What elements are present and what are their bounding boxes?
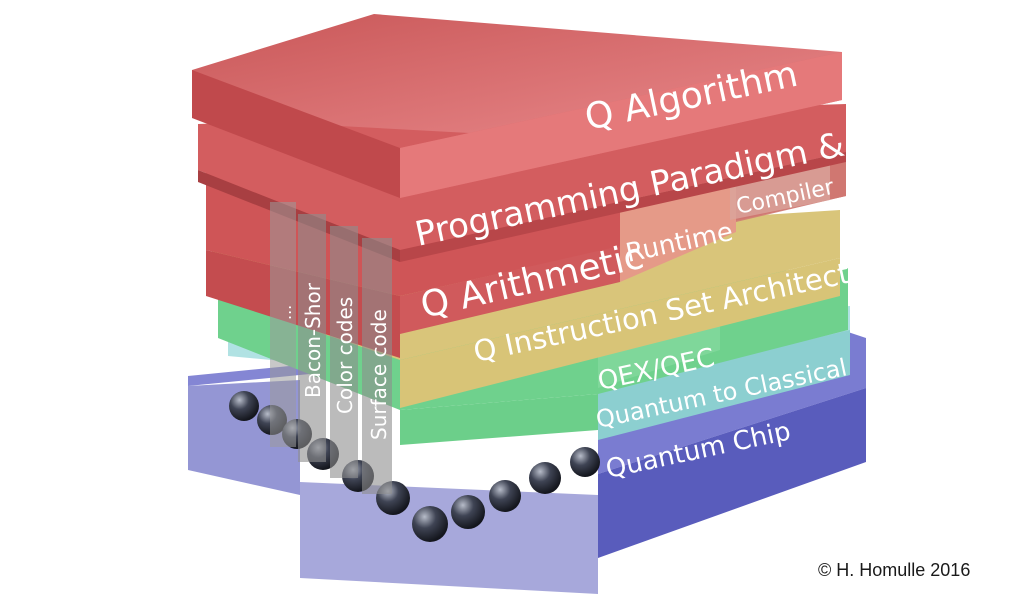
label-code-surface-code: Surface code <box>367 309 391 440</box>
layer-q-algorithm <box>192 14 842 198</box>
label-code-bacon-shor: Bacon-Shor <box>301 282 325 398</box>
copyright-text: © H. Homulle 2016 <box>818 560 971 580</box>
label-code-color-codes: Color codes <box>333 297 357 414</box>
qec-code-columns <box>270 202 392 494</box>
label-code-dots: ... <box>276 305 295 320</box>
